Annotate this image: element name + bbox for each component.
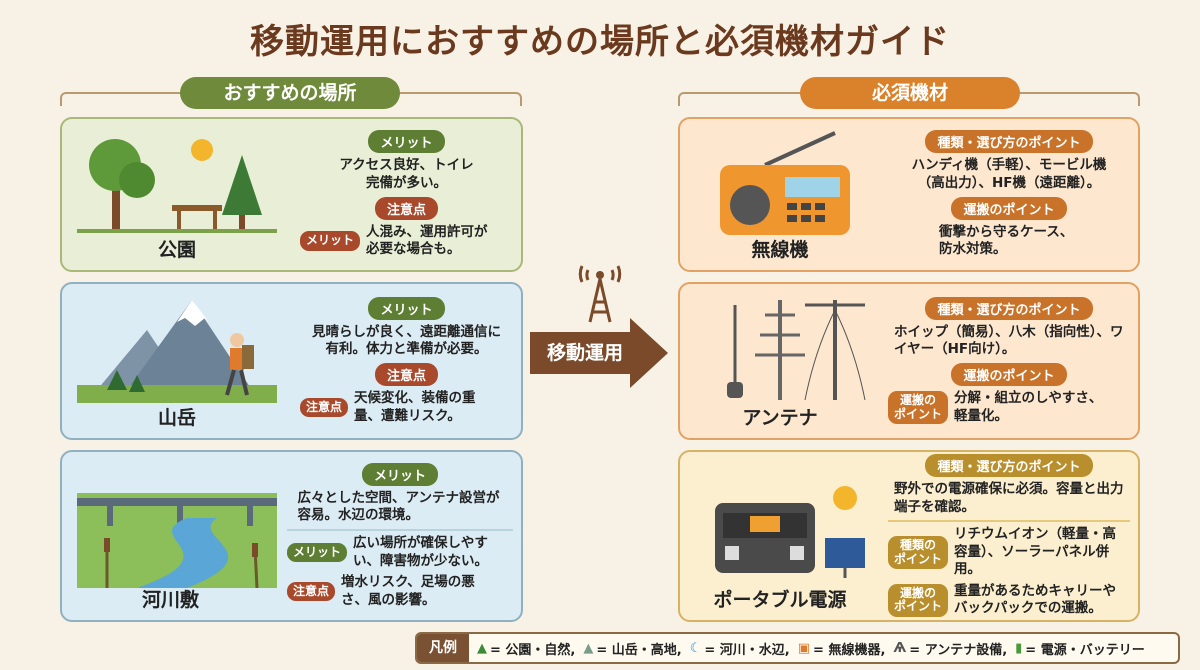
place-card-park: 公園 メリット アクセス良好、トイレ完備が多い。 注意点 メリット人混み、運用許… [60, 117, 523, 272]
radio-illustration: 無線機 [680, 119, 880, 270]
wave-icon: ☾ [689, 640, 702, 656]
power-illustration: ポータブル電源 [680, 452, 880, 620]
merit-text: 広々とした空間、アンテナ設営が容易。水辺の環境。 [297, 489, 500, 524]
antenna-icon [727, 300, 866, 401]
side-carry-text: 重量があるためキャリーやバックパックでの運搬。 [954, 582, 1117, 617]
merit-text: 見晴らしが良く、遠距離通信に有利。体力と準備が必要。 [312, 323, 501, 358]
carry-text: 衝撃から守るケース、防水対策。 [939, 223, 1074, 258]
place-name: 山岳 [157, 407, 196, 429]
merit-label: メリット [368, 296, 445, 320]
mountain-icon [77, 300, 277, 403]
antenna-illustration: アンテナ [680, 284, 880, 438]
carry-label: 運搬のポイント [951, 363, 1067, 386]
park-icon [77, 139, 277, 233]
radio-icon [720, 131, 850, 235]
legend: 凡例 ▲= 公園・自然, ▲= 山岳・高地, ☾= 河川・水辺, ▣= 無線機器… [415, 632, 1180, 664]
legend-item: ▲= 山岳・高地, [583, 639, 681, 658]
caution-label: 注意点 [374, 363, 438, 386]
type-label: 種類・選び方のポイント [925, 296, 1093, 320]
type-label: 種類・選び方のポイント [925, 130, 1093, 154]
side-carry-label: 運搬の ポイント [888, 584, 949, 617]
side-label: 運搬の ポイント [888, 391, 949, 424]
park-illustration: 公園 [62, 119, 292, 270]
legend-text: = 山岳・高地, [596, 642, 682, 658]
side-label: メリット [300, 231, 361, 251]
antenna-icon: Ѧ [893, 640, 907, 656]
legend-item: ☾= 河川・水辺, [690, 639, 790, 658]
merit-text: アクセス良好、トイレ完備が多い。 [339, 157, 474, 191]
legend-item: Ѧ= アンテナ設備, [893, 639, 1007, 658]
equipment-name: アンテナ [742, 407, 818, 429]
mountain-icon: ▲ [583, 640, 594, 656]
type-text: ホイップ（簡易）、八木（指向性）、ワイヤー（HF向け）。 [894, 323, 1124, 358]
legend-item: ▣= 無線機器, [798, 639, 886, 658]
place-card-river: 河川敷 メリット 広々とした空間、アンテナ設営が容易。水辺の環境。 メリット広い… [60, 450, 523, 622]
divider [286, 528, 513, 531]
river-icon [77, 493, 277, 588]
type-label: 種類・選び方のポイント [925, 454, 1093, 478]
center-arrow [530, 318, 668, 388]
side-label: 注意点 [300, 397, 349, 418]
divider [888, 520, 1130, 523]
legend-text: = 無線機器, [813, 642, 886, 658]
equipment-card-radio: 無線機 種類・選び方のポイント ハンディ機（手軽）、モービル機（高出力）、HF機… [678, 117, 1140, 272]
type-text: ハンディ機（手軽）、モービル機（高出力）、HF機（遠距離）。 [911, 157, 1107, 191]
battery-icon: ▮ [1015, 640, 1023, 656]
page-title: 移動運用におすすめの場所と必須機材ガイド [250, 22, 950, 62]
legend-text: = アンテナ設備, [909, 642, 1008, 658]
equipment-card-antenna: アンテナ 種類・選び方のポイント ホイップ（簡易）、八木（指向性）、ワイヤー（H… [678, 282, 1140, 440]
center-label: 移動運用 [546, 342, 623, 364]
equipment-name: 無線機 [751, 239, 809, 261]
side-type-label: 種類の ポイント [888, 536, 949, 569]
tree-icon: ▲ [477, 640, 487, 656]
side-caution-label: 注意点 [286, 582, 335, 602]
mountain-illustration: 山岳 [62, 284, 292, 438]
legend-label: 凡例 [417, 634, 469, 662]
power-station-icon [715, 486, 865, 578]
type-text: 野外での電源確保に必須。容量と出力端子を確認。 [894, 481, 1124, 515]
carry-text: 分解・組立のしやすさ、軽量化。 [954, 390, 1103, 424]
legend-item: ▮= 電源・バッテリー [1015, 639, 1145, 658]
place-name: 公園 [157, 239, 196, 261]
legend-text: = 電源・バッテリー [1025, 642, 1145, 658]
side-merit-label: メリット [286, 542, 347, 563]
caution-text: 人混み、運用許可が必要な場合も。 [366, 223, 488, 258]
caution-label: 注意点 [374, 196, 438, 220]
side-merit-text: 広い場所が確保しやすい、障害物が少ない。 [353, 534, 488, 569]
equipment-card-power: ポータブル電源 種類・選び方のポイント 野外での電源確保に必須。容量と出力端子を… [678, 450, 1140, 622]
merit-label: メリット [361, 462, 438, 486]
side-caution-text: 増水リスク、足場の悪さ、風の影響。 [341, 574, 475, 608]
equipment-name: ポータブル電源 [713, 589, 847, 611]
caution-text: 天候変化、装備の重量、遭難リスク。 [354, 390, 476, 424]
legend-item: ▲= 公園・自然, [477, 639, 575, 658]
equipment-header: 必須機材 [800, 77, 1020, 109]
legend-text: = 公園・自然, [490, 642, 576, 658]
places-header: おすすめの場所 [180, 77, 400, 109]
legend-text: = 河川・水辺, [704, 642, 790, 658]
tower-signal-icon [578, 265, 622, 323]
merit-label: メリット [368, 130, 445, 154]
carry-label: 運搬のポイント [951, 196, 1067, 220]
place-name: 河川敷 [141, 589, 199, 611]
river-illustration: 河川敷 [62, 452, 279, 620]
radio-icon: ▣ [797, 640, 811, 656]
side-type-text: リチウムイオン（軽量・高容量）、ソーラーパネル併用。 [954, 526, 1117, 578]
place-card-mountain: 山岳 メリット 見晴らしが良く、遠距離通信に有利。体力と準備が必要。 注意点 注… [60, 282, 523, 440]
